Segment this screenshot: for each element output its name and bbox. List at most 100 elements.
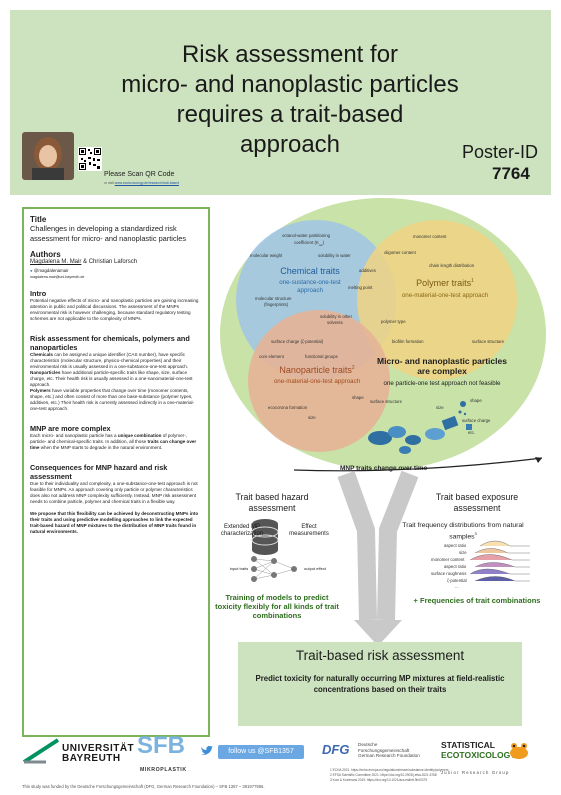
authors-heading: Authors: [30, 250, 61, 259]
flow-arrows: [337, 470, 419, 646]
title-line-2: micro- and nanoplastic particles: [121, 71, 459, 98]
trait-shape: shape: [352, 395, 364, 400]
twitter-icon[interactable]: [200, 744, 214, 758]
twitter-handle[interactable]: ● @magdalenamair: [30, 268, 69, 273]
polymer-traits-approach: one-material-one-test approach: [401, 292, 489, 299]
frog-icon: [510, 743, 528, 759]
dist-aspect-ratio: aspect ratio: [444, 543, 467, 548]
twitter-follow-button[interactable]: follow us @SFB1357: [218, 745, 304, 759]
sfb-sub-logo: MIKROPLASTIK: [140, 767, 187, 773]
proposal-text: We propose that this flexibility can be …: [30, 511, 199, 534]
effect-measurements: Effect measurements: [289, 524, 329, 537]
trait-chain-length: chain length distribution: [429, 263, 475, 268]
poster-title: Risk assessment for micro- and nanoplast…: [100, 40, 480, 160]
sfb-logo: SFB: [137, 732, 185, 759]
risk-chem-heading: Risk assessment for chemicals, polymers …: [30, 334, 190, 352]
particle-label-surface: surface structure: [370, 399, 403, 404]
trait-fingerprints: (fingerprints): [264, 302, 289, 307]
scan-url-link[interactable]: www.ecotoxicology.de/research/trait-base…: [114, 181, 179, 185]
email-address[interactable]: magdalena.mair@uni-bayreuth.de: [30, 275, 85, 279]
trait-monomer: monomer content: [413, 234, 447, 239]
scan-url-prefix: or visit: [104, 181, 114, 185]
dist-size: size: [459, 550, 467, 555]
title-line-4: approach: [239, 131, 341, 158]
extended-characterization: Extended MP characterization: [220, 524, 264, 537]
complex-heading: MNP are more complex: [30, 424, 111, 433]
eco-subtitle: Junior Research Group: [441, 770, 510, 775]
polymers-paragraph: Polymers have variable properties that c…: [30, 388, 195, 411]
scan-qr-label: Please Scan QR Code: [104, 171, 175, 178]
title-line-3: requires a trait-based: [176, 101, 404, 128]
intro-text: Potential negative effects of micro- and…: [30, 298, 199, 321]
reference-2: 2 EFSA Scientific Committee 2021. https:…: [330, 773, 437, 777]
risk-assessment-box: Trait-based risk assessment Predict toxi…: [238, 642, 522, 726]
risk-assessment-text: Predict toxicity for naturally occurring…: [255, 674, 505, 694]
particle-label-etc: etc.: [468, 430, 475, 435]
author-photo: [22, 132, 74, 180]
left-column: Title Challenges in developing a standar…: [22, 207, 210, 737]
chemical-traits-title: Chemical traits: [280, 266, 340, 276]
dist-aspect-ratio-2: aspect ratio: [444, 564, 467, 569]
neural-network-icon: [251, 556, 297, 582]
risk-assessment-title: Trait-based risk assessment: [295, 648, 465, 663]
reference-1: 1 ECHA 2021. https://echa.europa.eu/regu…: [330, 768, 449, 772]
university-logo: UNIVERSITÄT BAYREUTH: [62, 743, 135, 764]
title-text: Challenges in developing a standardized …: [30, 224, 187, 243]
references: 1 ECHA 2021. https://echa.europa.eu/regu…: [330, 768, 550, 783]
trait-solvents: solvents: [327, 320, 343, 325]
trait-octanol: octanol-water partitioning: [282, 233, 331, 238]
trait-solubility-water: solubility in water: [318, 253, 351, 258]
university-logo-icon: [22, 738, 60, 764]
qr-code[interactable]: [78, 147, 102, 171]
output-effect-label: output effect: [304, 566, 326, 571]
authors-line: Magdalena M. Mair & Christian Laforsch: [30, 259, 202, 265]
title-line-1: Risk assessment for: [181, 41, 399, 68]
particle-label-shape: shape: [470, 398, 482, 403]
chemical-traits-approach: one-sustance-one-test approach: [279, 279, 341, 294]
input-traits-label: input traits: [229, 566, 249, 571]
particle-label-charge: surface charge: [462, 418, 491, 423]
exposure-assessment-title: Trait based exposure assessment: [435, 492, 519, 513]
time-arrow: [293, 457, 543, 472]
nanoparticles-paragraph: Nanoparticles have additional particle-s…: [30, 370, 193, 387]
trait-frequency-title: Trait frequency distributions from natur…: [402, 522, 524, 541]
trait-ecocorona: ecocorona formation: [268, 405, 308, 410]
trait-melting-point: melting point: [348, 285, 373, 290]
twitter-bird-icon: ●: [30, 268, 33, 273]
traits-change-over-time: MNP traits change over time: [340, 465, 428, 472]
trait-biofilm: biofilm formation: [392, 339, 424, 344]
trait-additives: additives: [359, 268, 376, 273]
consequences-text: Due to their individuality and complexit…: [30, 481, 198, 504]
database-icon: [251, 519, 279, 555]
trait-molecular-structure: molecular structure: [255, 296, 292, 301]
trait-molecular-weight: molecular weight: [250, 253, 283, 258]
ecotoxicology-logo: STATISTICAL ECOTOXICOLOGY: [441, 740, 516, 760]
trait-oligomer: oligomer content: [384, 250, 416, 255]
dist-roughness: surface roughness: [431, 571, 467, 576]
particles-illustration: [368, 401, 472, 454]
dist-monomer: monomer content: [431, 557, 465, 562]
poster-id-label: Poster-ID: [462, 142, 539, 162]
trait-solubility-other: solubility in other: [320, 314, 353, 319]
intro-heading: Intro: [30, 289, 47, 298]
chemicals-paragraph: Chemicals can be assigned a unique ident…: [30, 352, 189, 369]
reference-3: 3 Kooi & Koelmans 2019. https://doi.org/…: [330, 778, 428, 782]
nanoparticle-traits-circle: [248, 310, 390, 452]
trait-polymer-type: polymer type: [381, 319, 406, 324]
mnp-complex-approach: one particle-one test approach not feasi…: [383, 380, 501, 387]
title-heading: Title: [30, 215, 47, 224]
trait-functional-groups: functional groups: [305, 354, 338, 359]
trait-core-element: core element: [259, 354, 284, 359]
scan-url: or visit www.ecotoxicology.de/research/t…: [104, 181, 179, 185]
dist-etc: ...: [455, 584, 459, 589]
trait-surface-structure: surface structure: [472, 339, 505, 344]
nanoparticle-traits-title: Nanoparticle traits2: [279, 365, 355, 375]
polymer-traits-title: Polymer traits1: [416, 278, 474, 288]
dfg-logo: DFG: [322, 742, 350, 757]
trait-surface-charge: surface charge (ζ-potential): [271, 339, 324, 344]
dfg-subtitle: Deutsche Forschungsgemeinschaft German R…: [358, 742, 420, 759]
author-main[interactable]: Magdalena M. Mair: [30, 259, 82, 265]
consequences-heading: Consequences for MNP hazard and risk ass…: [30, 463, 168, 481]
distribution-ridgeline: [469, 540, 530, 582]
nanoparticle-traits-approach: one-material-one-test approach: [273, 378, 361, 385]
